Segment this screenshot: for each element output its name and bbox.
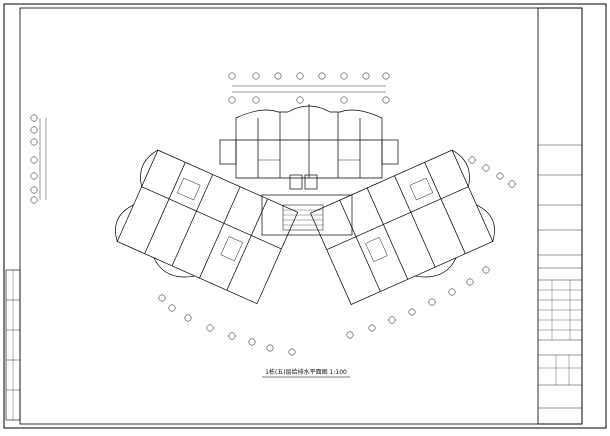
grid-bubbles-bottom bbox=[158, 266, 490, 356]
sheet-outer-border bbox=[3, 3, 607, 429]
sheet-inner-border bbox=[19, 7, 583, 425]
grid-bubbles-top bbox=[228, 72, 390, 104]
left-binding-strip bbox=[5, 269, 21, 421]
grid-bubbles-right bbox=[468, 156, 516, 188]
plan-walls bbox=[115, 104, 495, 305]
dimension-lines bbox=[39, 85, 386, 200]
drawing-caption: 1栋(五)层给排水平面图 1:100 bbox=[265, 368, 347, 376]
grid-bubbles-left bbox=[30, 114, 38, 204]
title-block bbox=[537, 7, 583, 425]
